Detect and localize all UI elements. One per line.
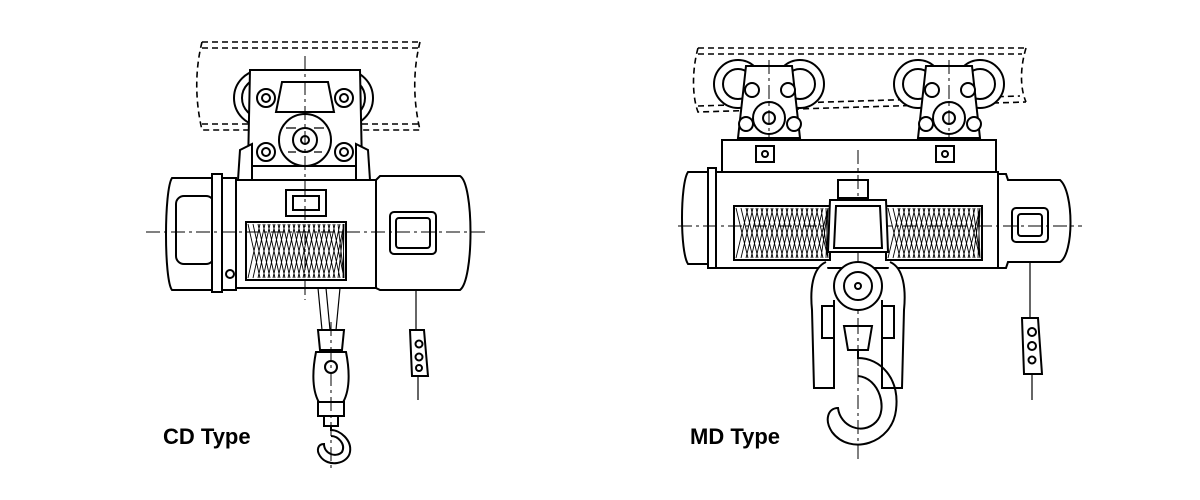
- md-type-hoist-drawing: [678, 47, 1082, 460]
- md-pendant-control: [1020, 262, 1044, 400]
- md-hook-block: [810, 199, 906, 460]
- cd-hook-block: [312, 322, 352, 470]
- md-rope-drum-mesh: [735, 207, 981, 259]
- cd-wire-ropes: [317, 287, 341, 331]
- md-left-trolley: [713, 59, 825, 140]
- rope-drum-hatch: [735, 207, 829, 259]
- md-right-trolley: [893, 59, 1005, 140]
- md-frame-plate: [721, 139, 997, 173]
- cd-hanger-bracket: [237, 142, 371, 181]
- md-dashed-beam: [692, 47, 1027, 113]
- rope-drum-hatch: [247, 223, 345, 279]
- cd-pendant-control: [408, 290, 430, 400]
- md-type-label: MD Type: [690, 424, 781, 449]
- cd-rope-drum-mesh: [247, 223, 345, 279]
- cd-type-hoist-drawing: [146, 41, 488, 470]
- cd-type-label: CD Type: [163, 424, 251, 449]
- rope-drum-hatch: [887, 207, 981, 259]
